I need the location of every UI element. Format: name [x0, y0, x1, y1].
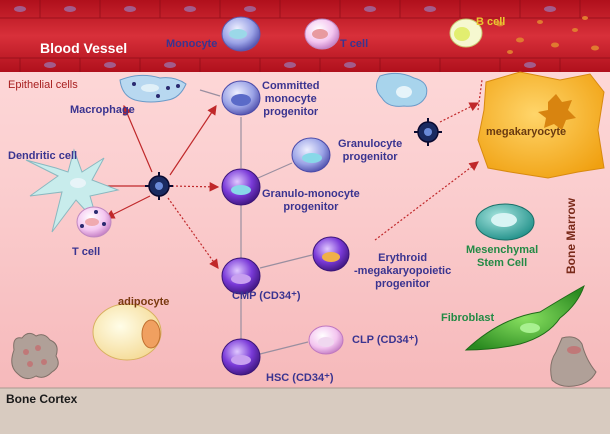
bone-marrow-label: Bone Marrow	[564, 197, 578, 274]
cmp-label: CMP (CD34⁺)	[232, 290, 301, 302]
macrophage-cell	[119, 74, 187, 103]
granulocyte-progenitor-label: Granulocyte progenitor	[338, 138, 403, 164]
epithelial-blob	[376, 72, 428, 107]
erythroid-megakaryopoietic-progenitor-label: Erythroid -megakaryopoietic progenitor	[354, 252, 452, 291]
bone-cortex-label: Bone Cortex	[6, 392, 78, 406]
b-cell-cell	[449, 18, 483, 48]
adipocyte-cell	[92, 303, 162, 361]
signal-arrows	[86, 79, 483, 269]
clp-label: CLP (CD34⁺)	[352, 334, 419, 346]
t-cell-vessel-label: T cell	[340, 38, 369, 50]
osteoclast-right	[550, 336, 597, 387]
epithelial-cells-label: Epithelial cells	[8, 79, 78, 91]
erythroid-megakaryopoietic-progenitor-cell	[312, 236, 350, 272]
monocyte-label: Monocyte	[166, 38, 218, 50]
cmp-cell	[221, 257, 261, 295]
virus-icon-right	[414, 118, 442, 146]
fibroblast-cell	[464, 284, 585, 351]
t-cell-tissue-label: T cell	[72, 246, 101, 258]
granulo-monocyte-progenitor-cell	[221, 168, 261, 206]
megakaryocyte-cell	[477, 71, 605, 179]
osteoclast-left	[11, 332, 59, 380]
macrophage-label: Macrophage	[70, 104, 135, 116]
t-cell-vessel-cell	[304, 18, 340, 50]
granulo-monocyte-progenitor-label: Granulo-monocyte progenitor	[262, 188, 360, 214]
clp-cell	[308, 325, 344, 355]
committed-monocyte-progenitor-label: Committed monocyte progenitor	[262, 80, 320, 119]
megakaryocyte-label: megakaryocyte	[486, 126, 567, 138]
adipocyte-label: adipocyte	[118, 296, 170, 308]
dendritic-cell-label: Dendritic cell	[8, 150, 78, 162]
blood-vessel	[0, 0, 610, 72]
virus-icon	[145, 172, 173, 200]
monocyte-cell	[221, 16, 261, 52]
hsc-cell	[221, 338, 261, 376]
blood-vessel-label: Blood Vessel	[40, 40, 128, 56]
lineage-lines	[199, 89, 313, 355]
b-cell-label: B cell	[476, 16, 506, 28]
hsc-label: HSC (CD34⁺)	[266, 372, 334, 384]
t-cell-tissue-cell	[76, 206, 112, 238]
mesenchymal-stem-cell	[475, 203, 535, 241]
mesenchymal-stem-cell-label: Mesenchymal Stem Cell	[466, 244, 539, 270]
committed-monocyte-progenitor-cell	[221, 80, 261, 116]
fibroblast-label: Fibroblast	[441, 312, 495, 324]
bone-cortex	[0, 388, 610, 434]
granulocyte-progenitor-cell	[291, 137, 331, 173]
